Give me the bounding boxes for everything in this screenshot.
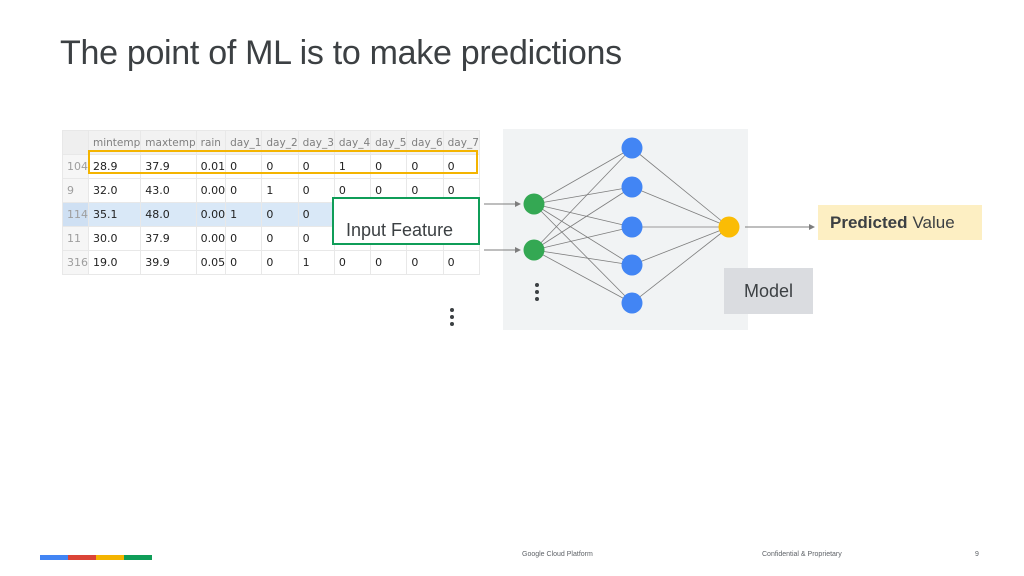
table-cell: 48.0 [140,202,197,227]
input-node [523,239,545,261]
network-edge [631,186,730,228]
row-index-cell: 9 [62,178,89,203]
table-cell: 0 [261,226,299,251]
table-cell: 0.01 [195,154,227,179]
row-index-cell: 104 [62,154,89,179]
predicted-rest-text: Value [912,212,955,232]
network-edge [533,226,633,251]
stripe-yellow [96,555,124,560]
table-cell: 0.00 [195,178,227,203]
table-cell: 0 [333,250,372,275]
slide-title: The point of ML is to make predictions [60,34,622,72]
highlighted-row-outline [88,150,478,174]
network-edge [631,226,730,266]
row-index-cell: 316 [62,250,89,275]
hidden-node [621,292,643,314]
table-cell: 0 [261,250,299,275]
output-node [718,216,740,238]
hidden-node [621,176,643,198]
model-label: Model [724,268,813,314]
network-nodes [523,137,740,314]
table-cell: 0.00 [195,226,227,251]
network-edges [533,147,730,304]
network-edge [533,186,633,251]
network-edge [533,147,633,251]
table-cell: 0 [442,250,481,275]
hidden-node [621,254,643,276]
table-cell: 43.0 [140,178,197,203]
table-cell: 35.1 [87,202,142,227]
table-cell: 39.9 [140,250,197,275]
table-corner-header [62,130,89,155]
table-more-rows-ellipsis [450,308,454,329]
table-cell: 37.9 [140,226,197,251]
footer-brand: Google Cloud Platform [522,551,593,558]
network-edge [533,249,633,266]
table-cell: 1 [225,202,263,227]
network-edge [631,226,730,304]
stripe-red [68,555,96,560]
row-index-cell: 114 [62,202,89,227]
hidden-node [621,216,643,238]
hidden-node [621,137,643,159]
stripe-green [124,555,152,560]
table-cell: 19.0 [87,250,142,275]
input-node [523,193,545,215]
network-edge [533,147,633,205]
network-edge [631,147,730,228]
input-feature-label: Input Feature [346,220,454,240]
stripe-blue [40,555,68,560]
table-cell: 0.00 [195,202,227,227]
network-edge [533,249,633,304]
network-arrows [484,201,815,253]
network-edge [533,203,633,304]
network-edge [533,186,633,205]
table-cell: 0 [261,202,299,227]
table-cell: 28.9 [87,154,142,179]
table-cell: 0 [297,226,335,251]
page-number: 9 [975,551,979,558]
table-cell: 37.9 [140,154,197,179]
input-feature-box [332,197,480,245]
table-cell: 0 [225,154,263,179]
table-cell: 0 [442,154,481,179]
footer-confidential: Confidential & Proprietary [762,551,842,558]
table-cell: 0 [370,154,408,179]
input-nodes-ellipsis [535,283,539,304]
network-edge [533,203,633,228]
predicted-value-box: Predicted Value [818,205,982,240]
network-edge [533,203,633,266]
predicted-bold-text: Predicted [830,212,908,232]
